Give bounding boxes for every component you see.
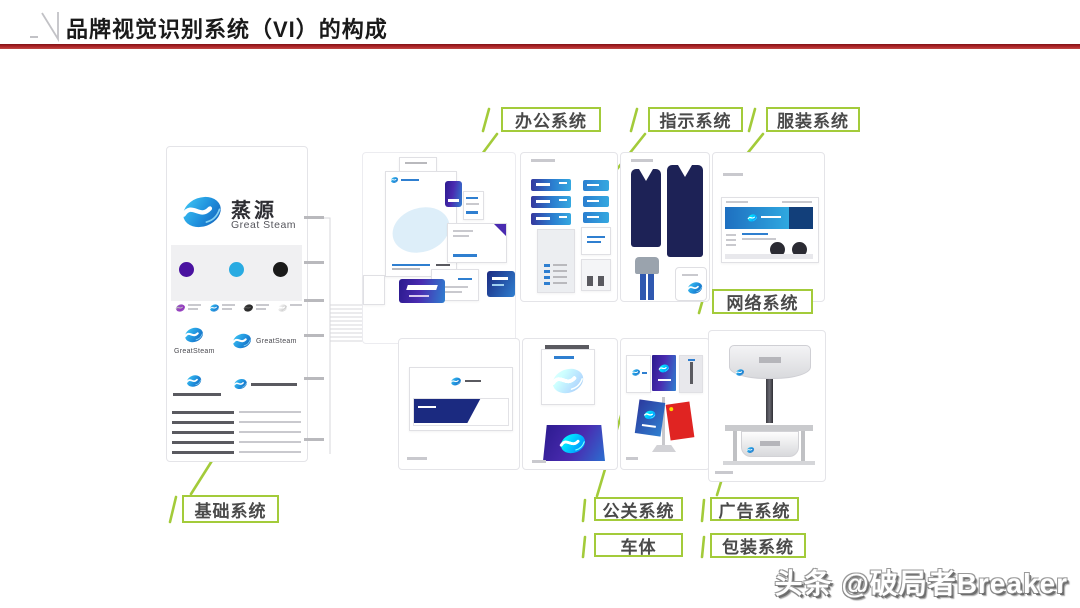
signage-system-panel: [520, 152, 618, 302]
logo-lockup-vertical-icon: [183, 325, 205, 345]
letterhead-watermark: [386, 200, 456, 260]
office-envelope-mockup: [447, 223, 507, 263]
pants-mockup: [640, 274, 646, 300]
office-system-panel: [362, 152, 516, 344]
company-lockup-icon: [233, 377, 248, 391]
brand-color-black: [273, 262, 288, 277]
signage-stand-mockup: [537, 229, 575, 293]
vehicle-panel: [398, 338, 520, 470]
poster-gray-mockup: [679, 355, 703, 393]
office-card-purple-mockup: [399, 279, 445, 303]
brand-swirl-logo-icon: [179, 191, 225, 233]
ad-counter-base: [723, 461, 815, 465]
vehicle-panel-outline: [413, 398, 509, 426]
label-signage-system: 指示系统: [648, 107, 743, 132]
polo-shirt-mockup: [635, 257, 659, 274]
ad-counter-leg: [801, 431, 805, 461]
clothing-system-panel: [620, 152, 710, 302]
label-advertising-system: 广告系统: [710, 497, 799, 521]
poster-purple-mockup: [652, 355, 676, 391]
ad-counter-top: [725, 425, 813, 431]
flag-red-mockup: [665, 401, 695, 441]
vehicle-blue-stripe: [414, 399, 481, 423]
brand-color-purple: [179, 262, 194, 277]
envelope-corner: [494, 224, 506, 236]
pants-mockup: [648, 274, 654, 300]
ad-counter-leg: [733, 431, 737, 461]
logo-variant-blue-icon: [209, 303, 220, 313]
label-packaging-system: 包装系统: [710, 533, 806, 558]
brand-name-cn: 蒸源: [231, 200, 277, 222]
flagpole: [662, 397, 665, 445]
label-office-system: 办公系统: [501, 107, 601, 132]
brand-name-en: Great Steam: [231, 219, 297, 231]
logo-variant-purple-icon: [175, 303, 186, 313]
website-banner: [725, 207, 789, 229]
vehicle-body-mockup: [409, 367, 513, 431]
tshirt-mockup: [675, 267, 707, 301]
hanging-banner-dark-mockup: [543, 425, 605, 461]
network-system-panel: [712, 152, 825, 302]
logo-lockup-horizontal-text: GreatSteam: [256, 338, 297, 345]
flag-base: [652, 445, 676, 452]
website-mockup: [721, 197, 819, 263]
website-photo: [770, 242, 785, 257]
label-clothing-system: 服装系统: [766, 107, 860, 132]
display-panel: [522, 338, 618, 470]
suit-mockup: [667, 165, 703, 257]
ad-counter-front: [741, 431, 799, 457]
watermark-byline: 头条 @破局者Breaker: [774, 568, 1068, 599]
office-badge-mockup: [445, 181, 462, 207]
logo-variant-black-icon: [243, 303, 254, 313]
ad-sign-mockup: [729, 345, 811, 379]
label-vehicle-system: 车体: [594, 533, 683, 557]
label-pr-system: 公关系统: [594, 497, 683, 521]
company-lockup-icon: [185, 373, 203, 389]
signage-hanging-mockup: [581, 227, 611, 255]
logo-variant-outline-icon: [277, 303, 288, 313]
office-card-mockup: [363, 275, 385, 305]
suit-mockup: [631, 169, 661, 247]
advertising-panel: [708, 330, 826, 482]
hanging-banner-white-mockup: [541, 349, 595, 405]
label-network-system: 网络系统: [712, 289, 813, 314]
pr-panel: [620, 338, 710, 470]
page-title: 品牌视觉识别系统（VI）的构成: [66, 17, 388, 42]
office-badge-mockup: [463, 191, 484, 220]
office-card-blue-mockup: [487, 271, 515, 297]
label-basic-system: 基础系统: [182, 495, 279, 523]
basic-system-panel: 蒸源 Great Steam GreatSteam GreatSteam: [166, 146, 308, 462]
website-banner-side: [789, 207, 813, 229]
title-divider-line: [0, 44, 1080, 49]
flag-blue-mockup: [634, 399, 666, 437]
poster-white-mockup: [626, 355, 651, 393]
website-photo: [792, 242, 807, 257]
office-letterhead-mockup: [385, 171, 457, 277]
signage-door-mockup: [581, 259, 611, 291]
logo-lockup-vertical-text: GreatSteam: [174, 348, 215, 355]
ad-sign-pole: [766, 379, 773, 423]
brand-color-cyan: [229, 262, 244, 277]
logo-lockup-horizontal-icon: [231, 331, 253, 351]
